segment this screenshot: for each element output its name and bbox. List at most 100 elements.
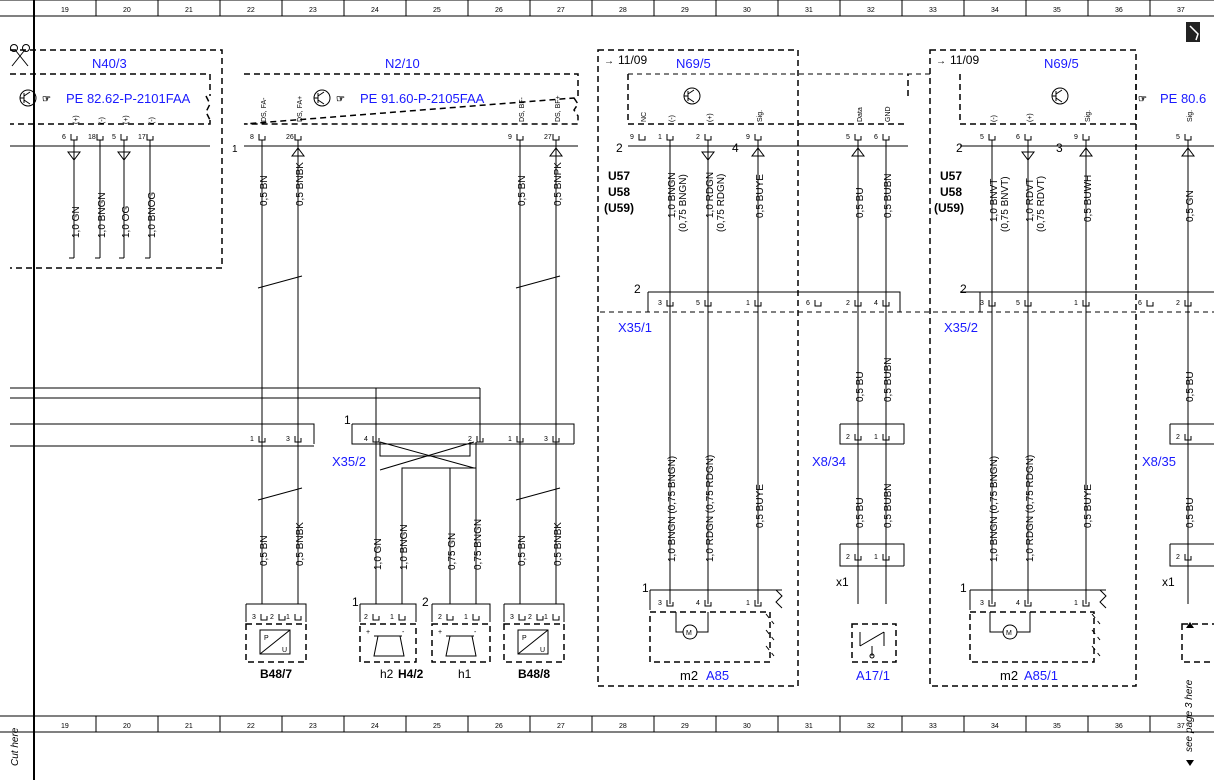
signal-label: (+) <box>73 115 80 124</box>
pin-marker <box>120 134 128 141</box>
b48-7-label: B48/7 <box>260 667 292 681</box>
connector-strip-lower-left: 1 X35/2 <box>10 387 575 530</box>
ruler-column-label: 30 <box>743 7 751 14</box>
pin-number: 8 <box>250 134 254 141</box>
pin-marker <box>988 300 996 307</box>
wire-stub <box>95 250 101 259</box>
pin-marker <box>1024 300 1032 307</box>
arrow-ref: → <box>604 56 614 67</box>
pin-marker <box>754 600 762 607</box>
ruler-column-label: 34 <box>991 7 999 14</box>
pin-marker <box>704 300 712 307</box>
wire-label: 0,75 BNGN <box>473 519 484 570</box>
pin-marker <box>278 614 286 621</box>
pin-marker <box>666 600 674 607</box>
page-icon <box>1186 22 1200 42</box>
x35-2-left-label: X35/2 <box>332 454 366 469</box>
wire-label: 0,5 BU <box>855 187 866 218</box>
pin-number: 3 <box>980 300 984 307</box>
pin-marker <box>552 614 560 621</box>
ruler-column-label: 34 <box>991 723 999 730</box>
pin-marker <box>518 614 526 621</box>
wire-label: 0,5 BNBK <box>553 522 564 566</box>
svg-text:M: M <box>1006 630 1012 637</box>
pin-number: 1 <box>746 600 750 607</box>
transistor-icon <box>19 89 37 107</box>
wire-label: 1,0 OG <box>121 206 132 238</box>
manual-ref-icon: ☞ <box>42 94 51 105</box>
pin-number: 2 <box>468 436 472 443</box>
ruler-column-label: 36 <box>1115 7 1123 14</box>
pin-number: 3 <box>658 600 662 607</box>
signal-label: DS, FA+ <box>297 96 304 122</box>
next-page-arrow-icon <box>1186 760 1194 766</box>
pin-marker <box>1184 554 1192 561</box>
ruler-column-label: 32 <box>867 723 875 730</box>
pin-number: 4 <box>364 436 368 443</box>
pin-number: 2 <box>846 554 850 561</box>
shield-line <box>257 487 303 501</box>
component-a85: M 1 m2 A85 <box>642 581 783 683</box>
component-h4-2: +- h2 1 +- h1 2 H4/2 <box>352 595 491 681</box>
svg-text:M: M <box>686 630 692 637</box>
ruler-column-label: 26 <box>495 7 503 14</box>
ruler-column-label: 31 <box>805 723 813 730</box>
transistor-icon <box>683 87 701 105</box>
pin-number: 9 <box>746 134 750 141</box>
ruler-column-label: 35 <box>1053 7 1061 14</box>
scissors-icon <box>10 44 30 67</box>
wire-label: 0,5 BN <box>517 535 528 566</box>
wire-label: 1,0 BNGN <box>399 524 410 570</box>
svg-text:U: U <box>540 647 545 654</box>
pin-number: 9 <box>1074 134 1078 141</box>
ruler-column-label: 35 <box>1053 723 1061 730</box>
wire-label: 0,5 BU <box>855 371 866 402</box>
wire-stub <box>145 250 151 259</box>
wire-label: 1,0 RDVT <box>1025 178 1036 222</box>
section-number: 2 <box>634 282 641 296</box>
wire-label: 0,75 GN <box>447 533 458 570</box>
next-page-label: see page 3 here <box>1184 679 1195 752</box>
signal-label: Data <box>857 107 864 122</box>
pin-marker <box>854 134 862 141</box>
arrow-ref: → <box>936 56 946 67</box>
signal-label: (-) <box>991 115 998 122</box>
pin-marker <box>666 134 674 141</box>
ruler-column-label: 29 <box>681 7 689 14</box>
component-n69-5-b: → 11/09 N69/5 ☞ PE 80.6 2 3 U57 U58 (U59… <box>929 49 1214 687</box>
wire-label: 0,5 BUBN <box>883 358 894 402</box>
a85-label: A85 <box>706 668 729 683</box>
component-b48-7: PU B48/7 <box>245 603 307 681</box>
pin-number: 1 <box>1074 600 1078 607</box>
pin-marker <box>1024 600 1032 607</box>
pin-marker <box>258 436 266 443</box>
pin-number: 5 <box>112 134 116 141</box>
pin-marker <box>294 614 302 621</box>
pin-number: 3 <box>252 614 256 621</box>
wire-label: 1,0 BNOG <box>147 192 158 238</box>
pin-number: 18 <box>88 134 96 141</box>
wire-label: 0,5 BNBK <box>295 522 306 566</box>
section-number: 1 <box>344 413 351 427</box>
x8-35-label: X8/35 <box>1142 454 1176 469</box>
component-n40-3: N40/3 ☞ PE 82.62-P-2101FAA <box>10 49 223 269</box>
signal-label: (+) <box>1027 113 1034 122</box>
b48-8-label: B48/8 <box>518 667 550 681</box>
wire-label: 1,0 RDGN (0,75 RDGN) <box>1025 455 1036 562</box>
pin-marker <box>638 134 646 141</box>
pin-number: 2 <box>1176 300 1180 307</box>
pin-number: 2 <box>846 300 850 307</box>
variant-u59: (U59) <box>604 201 634 215</box>
pin-marker <box>882 434 890 441</box>
manual-ref-icon: ☞ <box>1138 94 1147 105</box>
x1-label: x1 <box>1162 575 1175 589</box>
pin-number: 2 <box>846 434 850 441</box>
n40-3-label: N40/3 <box>92 56 127 71</box>
signal-label: Sig. <box>757 110 764 122</box>
wire-label: 1,0 BNGN <box>667 172 678 218</box>
connector-x8-35: X8/35 x1 <box>1142 423 1214 589</box>
pin-marker <box>814 300 822 307</box>
ruler-column-label: 23 <box>309 7 317 14</box>
signal-label: (-) <box>669 115 676 122</box>
